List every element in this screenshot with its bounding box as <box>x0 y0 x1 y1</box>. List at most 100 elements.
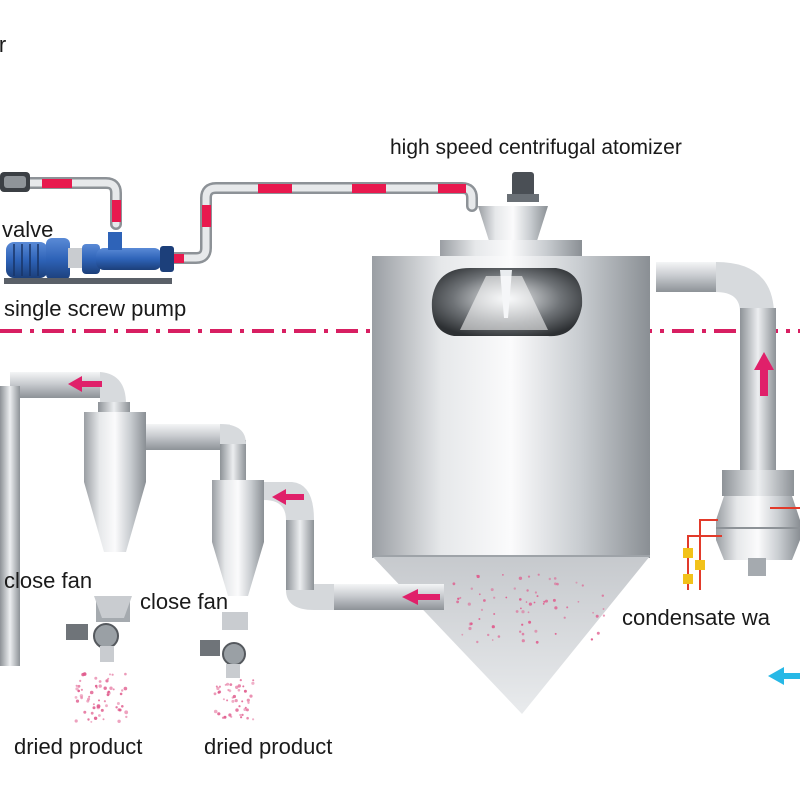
particle-dot <box>124 710 129 715</box>
particle-dot <box>476 574 478 577</box>
particle-dot <box>96 705 101 710</box>
particle-dot <box>519 630 522 633</box>
particle-dot <box>102 718 105 721</box>
particle-dot <box>75 699 80 703</box>
particle-dot <box>239 679 242 682</box>
particle-dot <box>491 639 494 641</box>
atomizer-motor <box>512 172 534 198</box>
particle-dot <box>230 715 233 718</box>
particle-dot <box>123 686 128 691</box>
particle-dot <box>478 618 481 620</box>
particle-dot <box>246 698 250 702</box>
particle-dot <box>491 625 495 629</box>
particle-dot <box>116 702 120 705</box>
particle-dot <box>554 632 557 635</box>
particle-dot <box>525 601 528 603</box>
heat-exchanger <box>683 496 800 590</box>
particle-dot <box>575 581 578 584</box>
particle-dot <box>229 683 233 686</box>
particle-dot <box>90 711 94 715</box>
particle-dot <box>238 705 241 708</box>
particle-dot <box>92 706 96 710</box>
corner-fragment-label: ir <box>0 32 7 57</box>
valve-label: valve <box>2 217 54 242</box>
particle-dot <box>251 681 255 685</box>
single-screw-pump <box>4 232 174 284</box>
particle-dot <box>535 640 539 644</box>
particle-dot <box>521 639 525 643</box>
particle-dot <box>596 631 600 635</box>
dried-product-label-2: dried product <box>204 734 333 759</box>
drying-chamber <box>372 172 650 714</box>
particle-dot <box>125 715 128 719</box>
particle-dot <box>118 708 122 712</box>
particle-dot <box>461 633 464 636</box>
particle-dot <box>252 679 255 682</box>
particle-dot <box>519 598 522 601</box>
particle-dot <box>74 719 78 723</box>
particle-dot <box>222 698 225 701</box>
particle-dot <box>536 595 539 598</box>
particle-dot <box>243 689 247 693</box>
particle-dot <box>218 685 221 688</box>
particle-dot <box>490 588 494 592</box>
particle-dot <box>121 705 124 708</box>
particle-dot <box>513 587 516 590</box>
particle-dot <box>521 623 524 626</box>
particle-dot <box>518 576 523 580</box>
particle-dot <box>96 704 101 709</box>
particle-dot <box>237 688 241 692</box>
particle-dot <box>252 718 255 721</box>
particle-dot <box>80 696 83 700</box>
particle-dot <box>226 699 229 702</box>
particle-dot <box>520 607 522 610</box>
exhaust-duct <box>656 262 794 496</box>
inlet-valve <box>0 172 30 192</box>
particle-dot <box>249 694 253 698</box>
cyclone-2 <box>200 480 264 678</box>
particle-dot <box>468 626 472 631</box>
flow-arrow-up <box>754 352 774 396</box>
particle-dot <box>93 716 98 720</box>
particle-dot <box>94 684 98 688</box>
feed-pipe <box>0 177 478 264</box>
particle-dot <box>467 602 471 606</box>
flow-arrow-left-2 <box>272 489 304 505</box>
particle-dot <box>115 706 118 709</box>
particle-dot <box>80 688 83 691</box>
particle-dot <box>79 679 82 683</box>
particle-dot <box>112 688 115 691</box>
particle-dot <box>240 716 243 719</box>
particle-dot <box>521 632 525 636</box>
particle-dot <box>217 712 221 716</box>
particle-dot <box>476 640 479 644</box>
particle-dot <box>497 635 501 638</box>
particle-dot <box>234 699 238 703</box>
particle-dot <box>545 599 548 603</box>
particle-dot <box>242 685 245 688</box>
particle-dot <box>109 673 111 676</box>
particle-dot <box>83 710 87 714</box>
particle-dot <box>77 684 81 688</box>
particle-dot <box>553 577 557 580</box>
particle-dot <box>218 690 222 694</box>
particle-dot <box>105 704 108 708</box>
particle-dot <box>543 600 546 603</box>
particle-dot <box>601 594 604 597</box>
particle-dot <box>223 715 227 719</box>
particle-dot <box>226 682 230 686</box>
particle-dot <box>452 582 456 586</box>
product-particles <box>452 573 606 644</box>
pump-label: single screw pump <box>4 296 187 321</box>
particle-dot <box>237 684 241 688</box>
close-fan-label-2: close fan <box>140 589 229 614</box>
particle-dot <box>542 603 545 605</box>
particle-dot <box>505 596 508 599</box>
particle-dot <box>602 614 606 617</box>
flow-arrow-left-1 <box>68 376 102 392</box>
condensate-label: condensate wa <box>622 605 770 630</box>
particle-dot <box>79 694 84 698</box>
particle-dot <box>243 708 247 711</box>
particle-dot <box>224 683 227 686</box>
